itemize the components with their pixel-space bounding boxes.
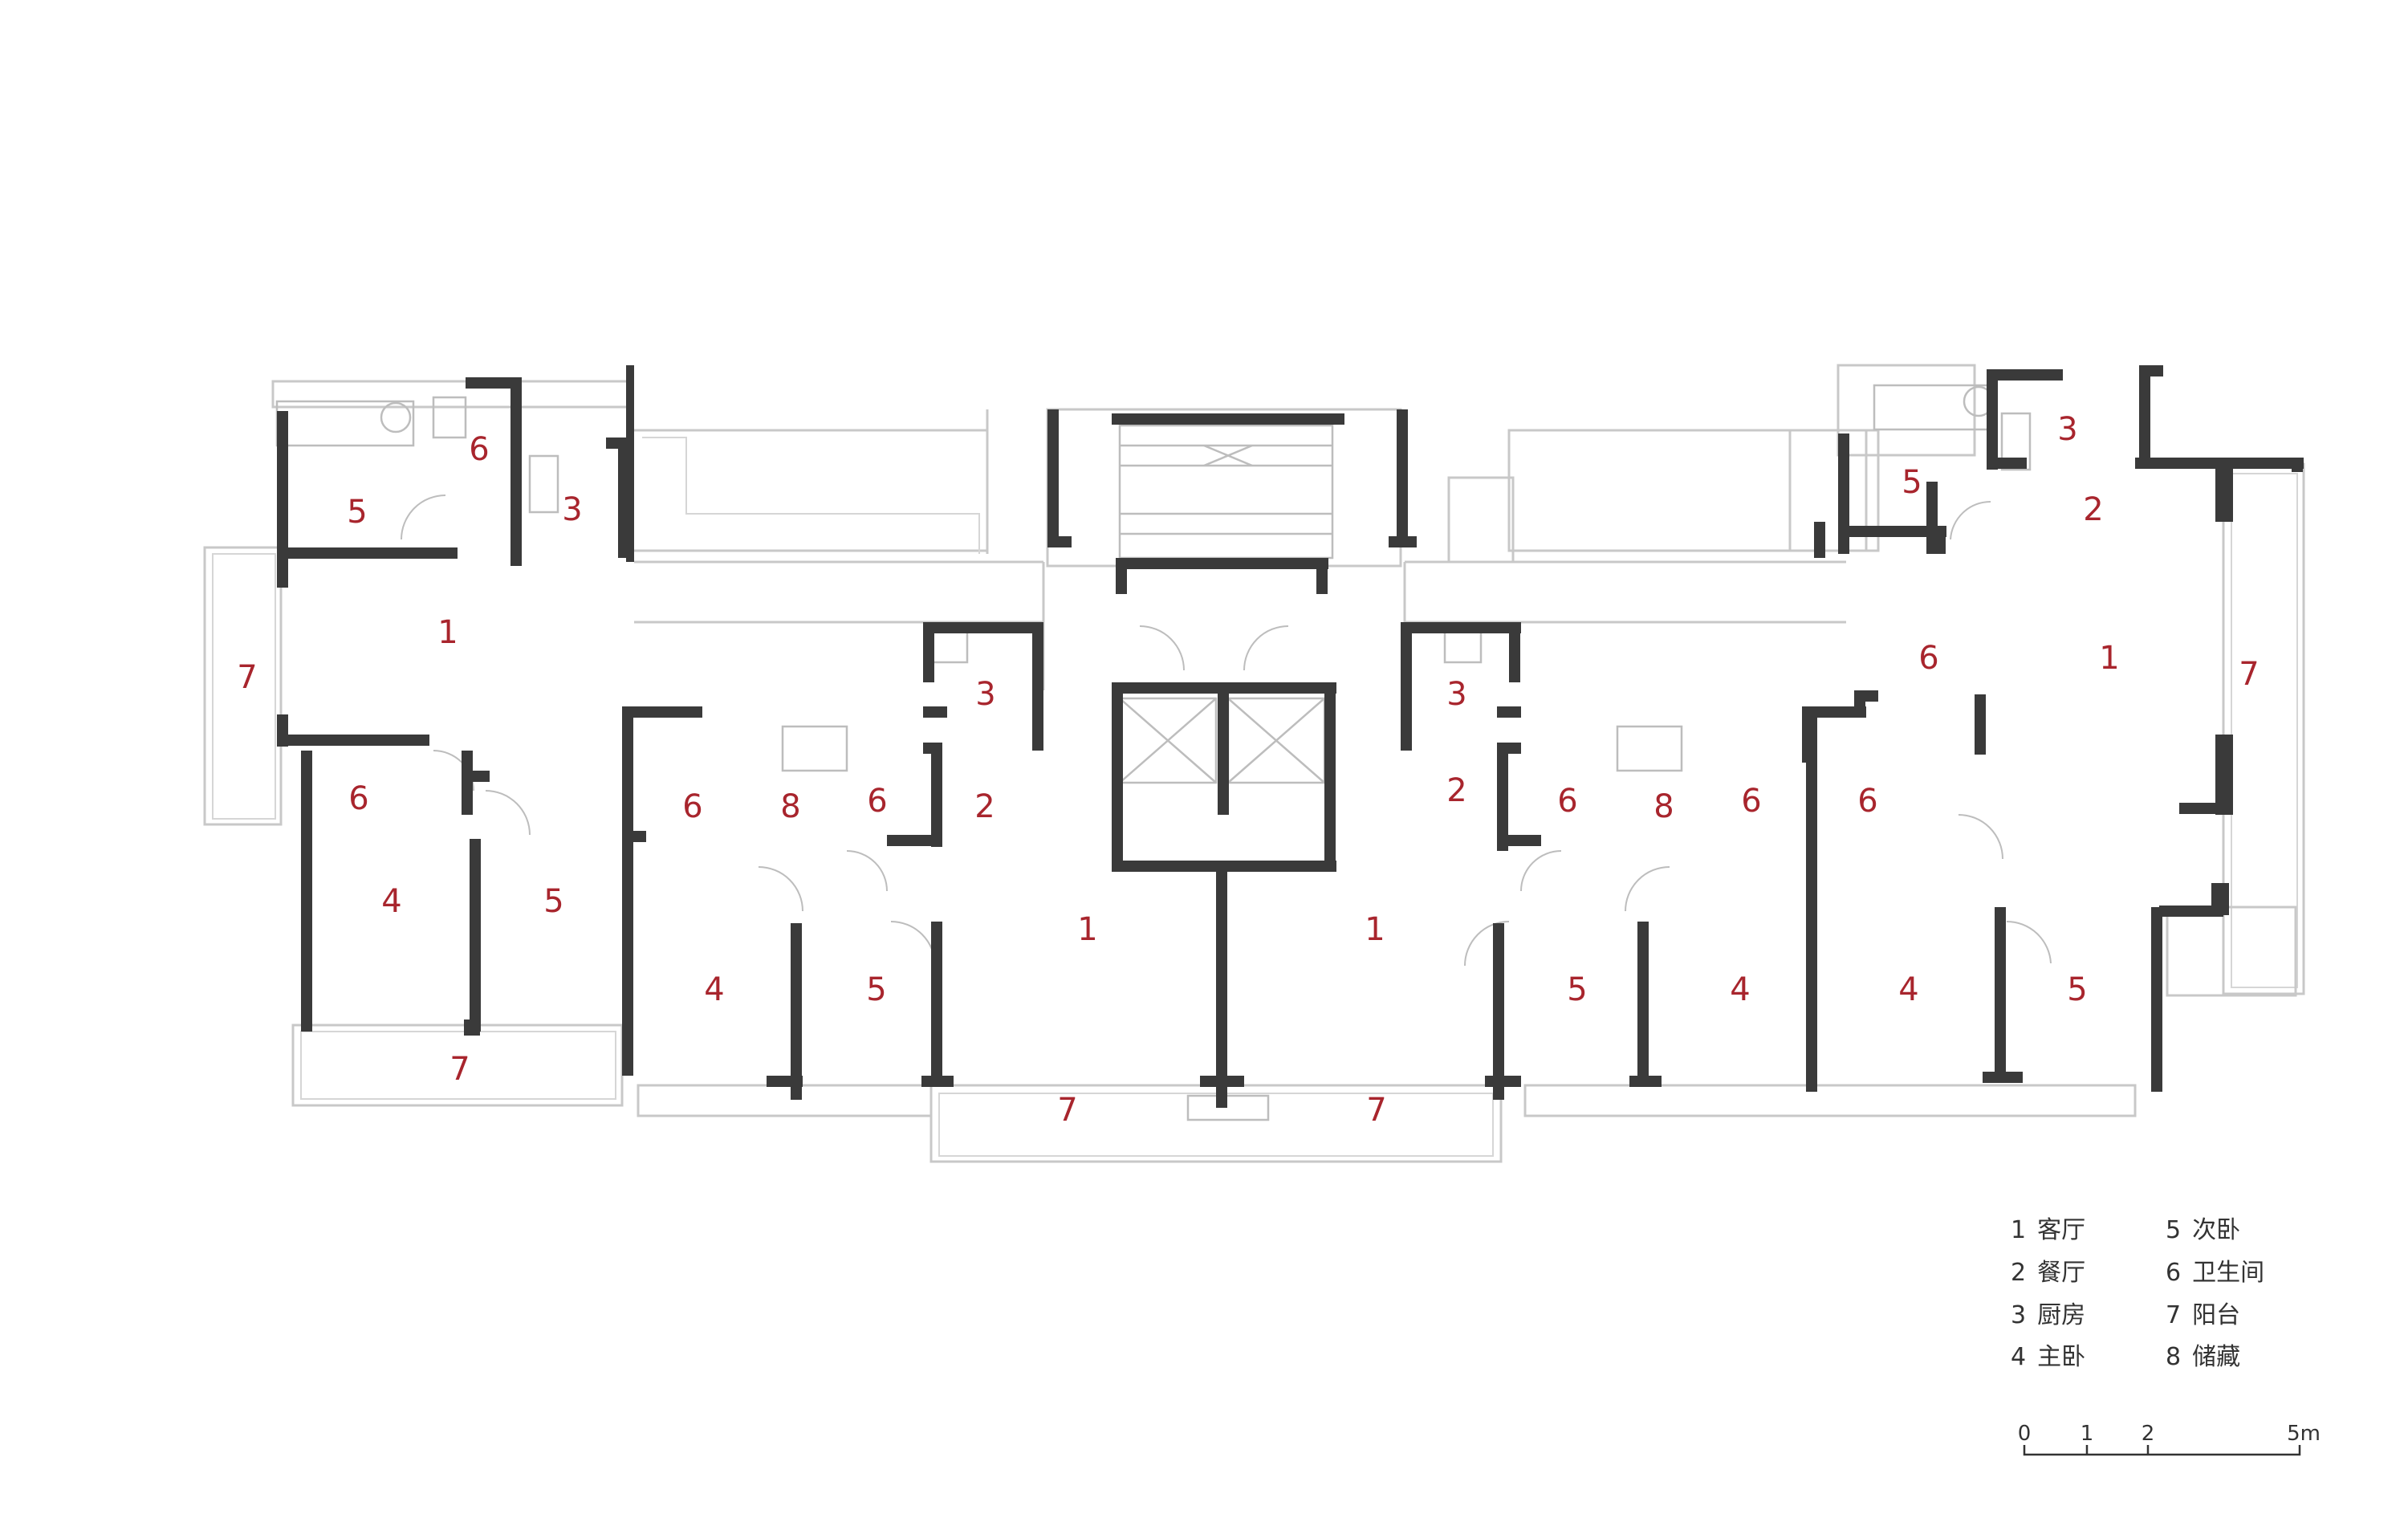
room-label-bathroom: 6 (682, 788, 702, 825)
room-label-dining: 2 (974, 788, 995, 825)
room-label-bathroom: 6 (348, 780, 368, 817)
room-label-second-bedroom: 5 (1902, 464, 1922, 501)
room-label-second-bedroom: 5 (543, 883, 563, 920)
room-label-balcony: 7 (449, 1051, 470, 1088)
scale-bar: 0 1 2 5m (2018, 1422, 2321, 1456)
room-label-balcony: 7 (2239, 656, 2259, 693)
room-label-living: 1 (2099, 640, 2119, 677)
room-label-master-bedroom: 4 (1898, 971, 1918, 1008)
room-label-second-bedroom: 5 (866, 971, 886, 1008)
room-label-dining: 2 (2083, 491, 2103, 528)
room-label-second-bedroom: 5 (1567, 971, 1587, 1008)
room-label-storage: 8 (780, 788, 800, 825)
scale-tick-2: 2 (2142, 1422, 2155, 1446)
scale-tick-1: 1 (2081, 1422, 2094, 1446)
room-label-bathroom: 6 (1857, 783, 1877, 820)
room-label-living: 1 (1077, 911, 1097, 948)
room-label-living: 1 (1365, 911, 1385, 948)
room-label-kitchen: 3 (562, 491, 582, 528)
room-label-bathroom: 6 (469, 431, 489, 468)
room-label-bathroom: 6 (1918, 640, 1938, 677)
scale-tick-0: 0 (2018, 1422, 2032, 1446)
room-label-second-bedroom: 5 (2067, 971, 2087, 1008)
walls (277, 365, 2304, 1108)
room-label-master-bedroom: 4 (704, 971, 724, 1008)
room-labels: 1 7 5 6 3 6 4 5 7 3 2 6 8 6 4 5 1 7 3 2 … (237, 411, 2259, 1129)
room-label-kitchen: 3 (975, 676, 995, 713)
room-label-balcony: 7 (1366, 1092, 1386, 1129)
room-label-bathroom: 6 (1557, 783, 1577, 820)
room-label-dining: 2 (1446, 772, 1466, 809)
room-label-master-bedroom: 4 (381, 883, 401, 920)
scale-tick-5m: 5m (2287, 1422, 2321, 1446)
door-swings (401, 494, 2052, 967)
room-label-kitchen: 3 (1446, 676, 1466, 713)
room-label-second-bedroom: 5 (347, 494, 367, 531)
room-label-balcony: 7 (237, 659, 257, 696)
room-label-living: 1 (437, 614, 458, 651)
room-label-balcony: 7 (1057, 1092, 1077, 1129)
room-label-master-bedroom: 4 (1730, 971, 1750, 1008)
room-label-bathroom: 6 (1741, 783, 1761, 820)
room-label-storage: 8 (1653, 788, 1674, 825)
room-label-bathroom: 6 (867, 783, 887, 820)
room-label-kitchen: 3 (2057, 411, 2077, 448)
